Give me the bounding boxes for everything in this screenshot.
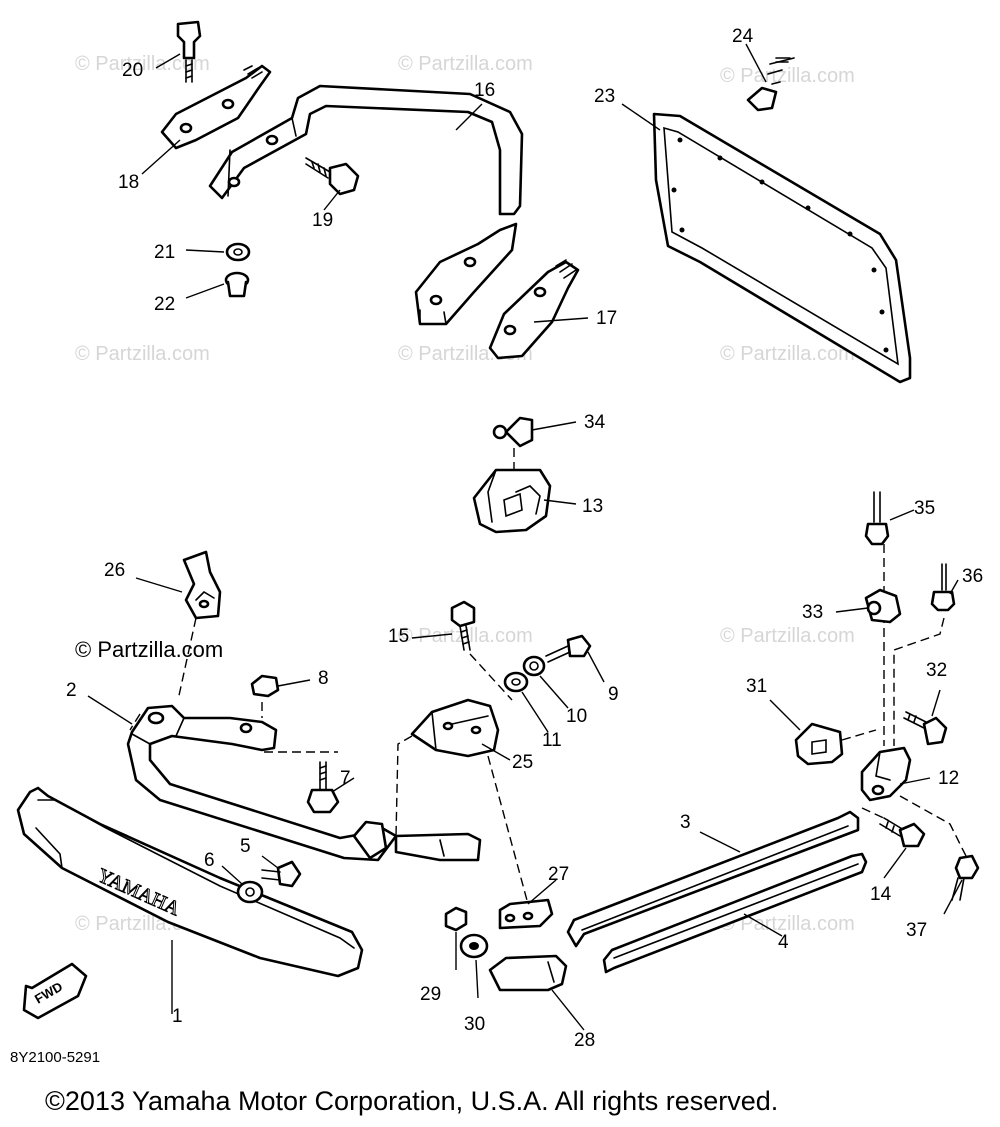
callout-37: 37: [906, 920, 927, 941]
molding-3: [566, 810, 860, 948]
cap-31: [794, 722, 844, 766]
bolt-15: [450, 600, 476, 651]
callout-33: 33: [802, 602, 823, 623]
nut-29: [444, 906, 468, 932]
diagram-code: 8Y2100-5291: [10, 1049, 100, 1066]
molding-4: [602, 852, 868, 974]
end-cap-28: [488, 954, 568, 992]
clamp-18: [160, 64, 272, 150]
bracket-27: [498, 898, 554, 930]
windshield-bracket-assembly: [160, 20, 580, 360]
bracket-13: [472, 468, 552, 534]
bolt-14: [879, 817, 926, 848]
callout-9: 9: [608, 684, 619, 705]
callout-4: 4: [778, 932, 789, 953]
windshield-stay-16: [208, 84, 524, 326]
rivet-24: [746, 57, 795, 112]
callout-23: 23: [594, 86, 615, 107]
bracket-25: [410, 698, 500, 758]
bolt-20: [176, 20, 202, 83]
callout-35: 35: [914, 498, 935, 519]
callout-6: 6: [204, 850, 215, 871]
callout-26: 26: [104, 560, 125, 581]
grommet-30: [459, 933, 489, 959]
washer-6: [236, 880, 264, 904]
watermark: © Partzilla.com: [720, 343, 855, 365]
callout-19: 19: [312, 210, 333, 231]
callout-27: 27: [548, 864, 569, 885]
watermark: © Partzilla.com: [75, 53, 210, 75]
callout-22: 22: [154, 294, 175, 315]
callout-28: 28: [574, 1030, 595, 1051]
washer-11: [503, 671, 529, 693]
bolt-5: [261, 860, 302, 888]
washer-10: [522, 655, 546, 677]
callout-21: 21: [154, 242, 175, 263]
callout-3: 3: [680, 812, 691, 833]
grommet-22: [224, 271, 250, 298]
watermark: © Partzilla.com: [75, 343, 210, 365]
holder-33: [864, 588, 902, 624]
bracket-12: [860, 746, 912, 802]
nut-21: [225, 242, 251, 262]
callout-15: 15: [388, 626, 409, 647]
bolt-7: [306, 761, 340, 814]
copyright-notice: ©2013 Yamaha Motor Corporation, U.S.A. A…: [45, 1086, 778, 1116]
callout-labels: 1 2 3 4 5 6 7 8 9 10 11 12 13 14 15 16 1…: [66, 26, 983, 1051]
callout-25: 25: [512, 752, 533, 773]
rivet-37: [951, 854, 980, 901]
watermark: © Partzilla.com: [75, 637, 223, 662]
rivet-35: [864, 491, 890, 546]
callout-5: 5: [240, 836, 251, 857]
callout-14: 14: [870, 884, 892, 905]
callout-12: 12: [938, 768, 959, 789]
clip-34: [492, 416, 534, 448]
callout-32: 32: [926, 660, 947, 681]
leader-lines: [87, 43, 963, 1031]
callout-7: 7: [340, 768, 351, 789]
bolt-19: [305, 157, 360, 196]
bolt-9: [545, 634, 592, 663]
bracket-26: [182, 550, 222, 620]
bumper-stay-2: [126, 704, 482, 862]
watermark: © Partzilla.com: [720, 65, 855, 87]
callout-36: 36: [962, 566, 983, 587]
callout-2: 2: [66, 680, 77, 701]
callout-20: 20: [122, 60, 143, 81]
watermark: © Partzilla.com: [720, 913, 855, 935]
callout-17: 17: [596, 308, 617, 329]
callout-18: 18: [118, 172, 139, 193]
callout-31: 31: [746, 676, 767, 697]
callout-10: 10: [566, 706, 587, 727]
rivet-36: [930, 563, 956, 612]
watermark: © Partzilla.com: [398, 53, 533, 75]
front-bumper-1: YAMAHA: [16, 786, 364, 978]
callout-24: 24: [732, 26, 754, 47]
callout-8: 8: [318, 668, 329, 689]
clamp-17: [488, 259, 580, 360]
windshield-23: [652, 112, 912, 384]
nut-8: [250, 674, 280, 698]
watermark: © Partzilla.com: [398, 625, 533, 647]
callout-29: 29: [420, 984, 441, 1005]
callout-16: 16: [474, 80, 495, 101]
callout-1: 1: [172, 1006, 183, 1027]
forward-arrow-icon: FWD: [22, 962, 88, 1020]
bolt-32: [903, 711, 948, 746]
callout-11: 11: [542, 730, 562, 751]
watermark-layer: © Partzilla.com © Partzilla.com © Partzi…: [75, 53, 855, 935]
callout-34: 34: [584, 412, 606, 433]
callout-30: 30: [464, 1014, 485, 1035]
watermark: © Partzilla.com: [720, 625, 855, 647]
callout-13: 13: [582, 496, 603, 517]
